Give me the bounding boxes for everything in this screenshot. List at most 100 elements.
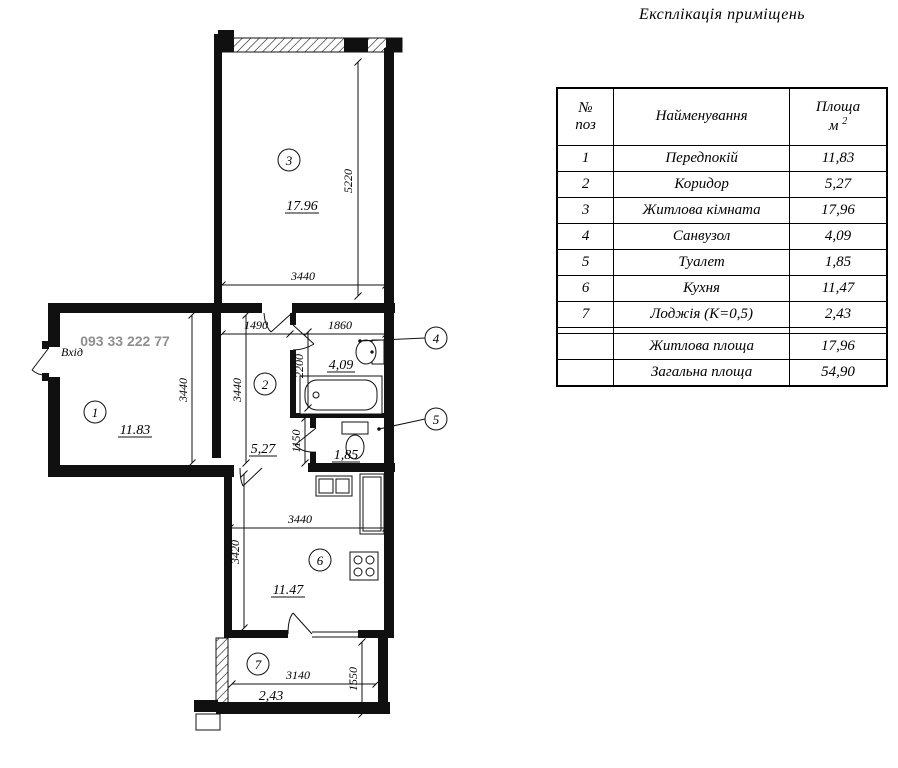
- cell-num: [556, 333, 615, 360]
- cell-area: 2,43: [789, 301, 888, 328]
- room-number: 5: [433, 412, 440, 427]
- cell-area: 5,27: [789, 171, 888, 198]
- fixtures: [299, 339, 385, 581]
- table-title: Експлікація приміщень: [638, 6, 806, 23]
- table-row: 4 Санвузол 4,09: [556, 223, 888, 250]
- walls: [42, 30, 403, 731]
- dimension-text: 5220: [341, 169, 355, 193]
- room-number: 3: [285, 153, 293, 168]
- cell-area: 11,83: [789, 145, 888, 172]
- dimension-room1-height: 3440: [176, 311, 196, 467]
- dimension-loggia-width: 3140: [228, 668, 380, 688]
- cell-name: Житлова площа: [613, 333, 791, 360]
- room-number: 1: [92, 405, 99, 420]
- cell-num: 3: [556, 197, 615, 224]
- header-row: № поз Найменування Площа м 2: [556, 87, 888, 146]
- kitchen-sink-icon: [315, 475, 353, 497]
- cell-num: 6: [556, 275, 615, 302]
- dimension-text: 3440: [287, 512, 312, 526]
- col-header-area: Площа м 2: [789, 87, 888, 146]
- room-area-3: 17.96: [286, 199, 318, 214]
- toilet-icon: [341, 421, 369, 460]
- room-marker-2: 2: [253, 372, 277, 396]
- cell-name: Лоджія (К=0,5): [613, 301, 791, 328]
- floor-plan: 5220 3440 1490 1860 3440: [31, 30, 448, 731]
- cell-num: 2: [556, 171, 615, 198]
- explication: Експлікація приміщень № поз Найменування…: [556, 6, 888, 387]
- stove-icon: [349, 551, 379, 581]
- col-header-num-line2: поз: [575, 117, 596, 133]
- room-area-6: 11.47: [273, 583, 304, 598]
- summary-row: Загальна площа 54,90: [556, 359, 888, 387]
- doors: [31, 312, 358, 638]
- cell-area: 17,96: [789, 197, 888, 224]
- dimension-loggia-height: 1550: [346, 638, 366, 718]
- table-row: 3 Житлова кімната 17,96: [556, 197, 888, 224]
- cell-name: Коридор: [613, 171, 791, 198]
- dimension-text: 1150: [289, 429, 303, 452]
- dimension-wc-height: 1150: [289, 414, 309, 467]
- dimension-corridor-width: 1490: [218, 318, 294, 338]
- dimension-text: 2200: [292, 354, 306, 378]
- washbasin-icon: [355, 339, 385, 365]
- dimension-text: 3440: [290, 269, 315, 283]
- dimensions: 5220 3440 1490 1860 3440: [176, 58, 390, 718]
- col-header-num: № поз: [556, 87, 615, 146]
- dimension-bath-height: 2200: [292, 328, 312, 412]
- col-header-name: Найменування: [613, 87, 791, 146]
- dimension-kitchen-height: 3420: [228, 470, 248, 632]
- room-marker-1: 1: [83, 400, 107, 424]
- room-marker-7: 7: [246, 652, 270, 676]
- cell-num: [556, 359, 615, 387]
- table-row: 5 Туалет 1,85: [556, 249, 888, 276]
- room-area-5: 1,85: [334, 448, 359, 463]
- summary-row: Житлова площа 17,96: [556, 333, 888, 360]
- table-row: 1 Передпокій 11,83: [556, 145, 888, 172]
- cell-num: 7: [556, 301, 615, 328]
- cell-name: Житлова кімната: [613, 197, 791, 224]
- room-number: 4: [433, 331, 440, 346]
- col-header-area-line1: Площа: [815, 98, 861, 115]
- dimension-text: 1490: [244, 318, 268, 332]
- cell-num: 5: [556, 249, 615, 276]
- dimension-text: 3440: [176, 378, 190, 403]
- room-number: 2: [262, 377, 269, 392]
- dimension-text: 3140: [285, 668, 310, 682]
- explication-table: № поз Найменування Площа м 2 1 Передпокі…: [556, 87, 888, 387]
- cell-area: 1,85: [789, 249, 888, 276]
- table-row: 7 Лоджія (К=0,5) 2,43: [556, 301, 888, 328]
- room-area-1: 11.83: [120, 423, 150, 438]
- dimension-room3-height: 5220: [341, 58, 362, 300]
- room-area-2: 5,27: [251, 442, 277, 457]
- dimension-kitchen-width: 3440: [226, 512, 390, 532]
- room-marker-3: 3: [277, 148, 301, 172]
- col-header-area-unit: м: [828, 118, 839, 134]
- bathtub-icon: [299, 375, 383, 415]
- table-row: 2 Коридор 5,27: [556, 171, 888, 198]
- room-marker-5: 5: [377, 407, 448, 431]
- room-area-4: 4,09: [329, 358, 354, 373]
- col-header-area-sup: 2: [842, 116, 848, 127]
- dimension-room3-width: 3440: [218, 269, 390, 289]
- cell-num: 1: [556, 145, 615, 172]
- room-markers: 1 2 3 4 5: [83, 148, 448, 676]
- cell-area: 11,47: [789, 275, 888, 302]
- table-row: 6 Кухня 11,47: [556, 275, 888, 302]
- cell-name: Загальна площа: [613, 359, 791, 387]
- area-labels: 17.96 11.83 5,27 4,09 1,85 11.47 2,43: [118, 199, 360, 704]
- room-number: 7: [255, 657, 262, 672]
- dimension-corridor-height: 3440: [230, 311, 250, 467]
- kitchen-cabinet-icon: [359, 473, 385, 535]
- cell-area: 4,09: [789, 223, 888, 250]
- room-marker-4: 4: [358, 326, 448, 350]
- cell-name: Санвузол: [613, 223, 791, 250]
- cell-name: Туалет: [613, 249, 791, 276]
- cell-area: 54,90: [789, 359, 888, 387]
- cell-area: 17,96: [789, 333, 888, 360]
- dimension-text: 3420: [228, 540, 242, 565]
- dimension-text: 3440: [230, 378, 244, 403]
- cell-name: Кухня: [613, 275, 791, 302]
- room-number: 6: [317, 553, 324, 568]
- dimension-text: 1860: [328, 318, 352, 332]
